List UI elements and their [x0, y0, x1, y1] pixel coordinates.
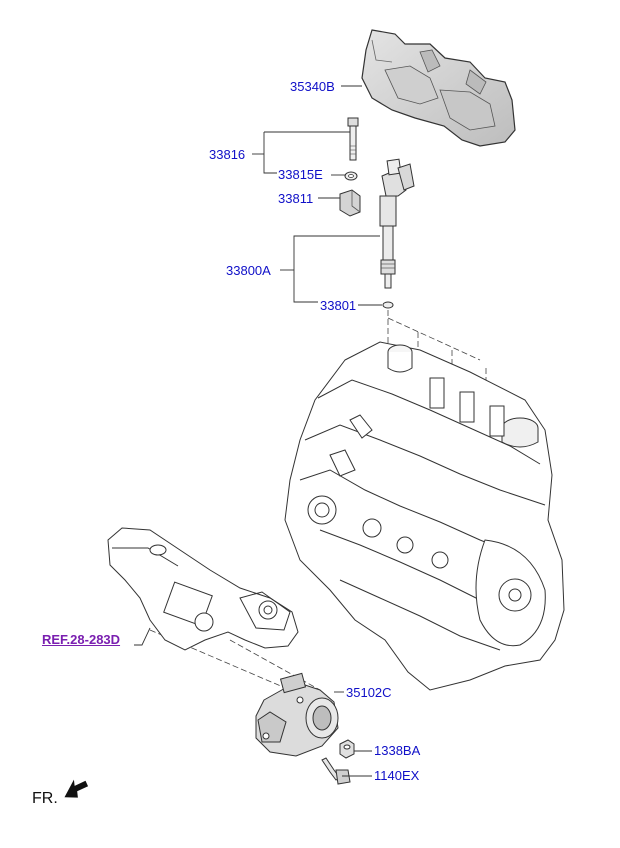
- front-direction-arrow-icon: [64, 779, 89, 798]
- hex-bolt-part: [321, 757, 351, 785]
- leader-lines: [134, 85, 382, 777]
- throttle-body-part: [255, 672, 339, 757]
- part-label-33815e[interactable]: 33815E: [278, 167, 323, 182]
- injector-clamp-bolt-part: [347, 117, 359, 161]
- part-label-33816[interactable]: 33816: [209, 147, 246, 162]
- injector-clamp-part: [339, 189, 361, 217]
- engine-cover-part: [361, 29, 516, 147]
- part-label-33801[interactable]: 33801: [320, 298, 357, 313]
- engine-block-reference: [284, 341, 565, 691]
- part-label-1140ex[interactable]: 1140EX: [374, 768, 420, 783]
- part-label-35340b[interactable]: 35340B: [290, 79, 335, 94]
- reference-link-intake-manifold[interactable]: REF.28-283D: [42, 632, 121, 647]
- injector-seal-part: [382, 301, 394, 309]
- front-direction-label: FR.: [32, 790, 58, 807]
- fuel-injector-part: [379, 158, 415, 289]
- part-label-35102c[interactable]: 35102C: [346, 685, 392, 700]
- hex-nut-part: [339, 739, 355, 759]
- intake-manifold-reference: [107, 527, 299, 651]
- part-label-33800a[interactable]: 33800A: [226, 263, 271, 278]
- part-label-1338ba[interactable]: 1338BA: [374, 743, 421, 758]
- part-label-33811[interactable]: 33811: [278, 191, 314, 206]
